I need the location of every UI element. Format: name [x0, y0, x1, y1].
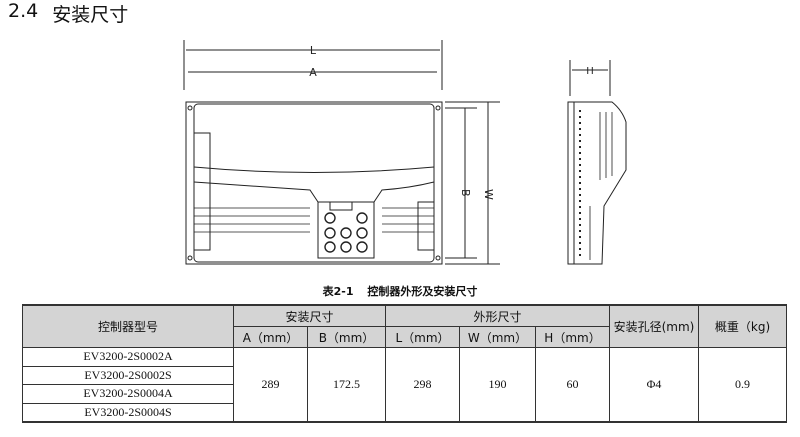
table-row: EV3200-2S0002A 289 172.5 298 190 60 Φ4 0… — [22, 347, 787, 423]
section-number: 2.4 — [8, 0, 39, 22]
subheader-H: H（mm） — [535, 326, 610, 348]
value-B: 172.5 — [307, 347, 386, 423]
section-heading: 2.4 安装尺寸 — [8, 0, 128, 27]
model-cell: EV3200-2S0004A — [22, 384, 234, 404]
front-view: L A B W — [183, 40, 500, 265]
value-L: 298 — [385, 347, 460, 423]
model-cell: EV3200-2S0002A — [22, 347, 234, 367]
label-W: W — [482, 189, 495, 200]
value-H: 60 — [535, 347, 610, 423]
value-W: 190 — [459, 347, 536, 423]
dimension-drawing: L A B W H — [183, 40, 627, 265]
side-view: H — [567, 60, 627, 265]
value-weight: 0.9 — [698, 347, 787, 423]
header-hole: 安装孔径(mm) — [609, 304, 699, 348]
subheader-W: W（mm） — [459, 326, 536, 348]
value-A: 289 — [233, 347, 308, 423]
subheader-L: L（mm） — [385, 326, 460, 348]
table-row: EV3200-2S0004S — [22, 402, 787, 423]
subheader-A: A（mm） — [233, 326, 308, 348]
label-L: L — [310, 44, 317, 57]
header-weight: 概重（kg) — [698, 304, 787, 348]
dimensions-table: 控制器型号 安装尺寸 外形尺寸 安装孔径(mm) 概重（kg) A（mm） B（… — [22, 304, 787, 423]
model-cell: EV3200-2S0004S — [22, 402, 234, 423]
model-cell: EV3200-2S0002S — [22, 365, 234, 385]
section-title: 安装尺寸 — [52, 4, 129, 26]
keypad-buttons — [324, 212, 368, 253]
table-row: EV3200-2S0002S — [22, 365, 787, 385]
table-row: EV3200-2S0004A — [22, 384, 787, 404]
caption-title: 控制器外形及安装尺寸 — [367, 285, 478, 298]
table-caption: 表2-1 控制器外形及安装尺寸 — [0, 283, 800, 299]
display-icon — [329, 201, 353, 211]
caption-number: 表2-1 — [322, 285, 354, 298]
header-model: 控制器型号 — [22, 304, 234, 348]
label-B: B — [459, 189, 472, 197]
label-H: H — [586, 66, 594, 77]
header-install: 安装尺寸 — [233, 304, 386, 327]
subheader-B: B（mm） — [307, 326, 386, 348]
label-A: A — [309, 66, 317, 79]
value-hole: Φ4 — [609, 347, 699, 423]
header-outline: 外形尺寸 — [385, 304, 610, 327]
